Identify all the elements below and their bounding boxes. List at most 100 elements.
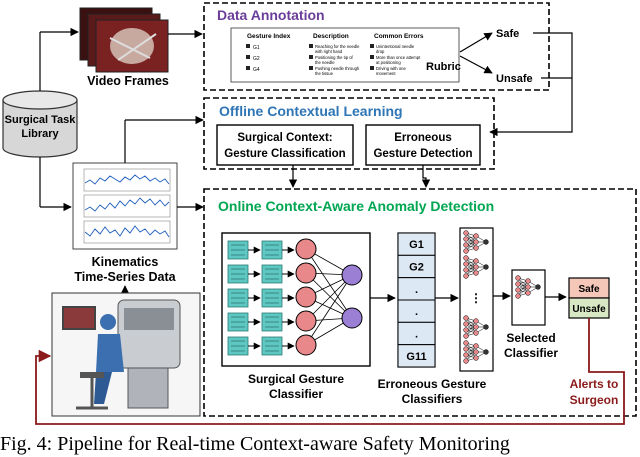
gesture-classification-line1: Surgical Context:: [237, 132, 332, 144]
gesture-list-item: G2: [409, 262, 424, 274]
error-net-a-node: [473, 233, 479, 239]
gesture-classification-line2: Gesture Classification: [224, 148, 345, 160]
error-net-a-node: [463, 248, 469, 254]
error-net-c-node: [473, 330, 479, 336]
error-net-d-node: [463, 340, 469, 346]
output-node: [341, 264, 363, 286]
rubric-desc-line: Reaching for the needle: [315, 44, 360, 49]
rubric-gesture-ids: G1 G2 G4: [246, 44, 260, 73]
gesture-list-item: .: [415, 284, 418, 296]
fc-edge: [305, 272, 353, 319]
kinematics-trace-2: [84, 197, 170, 212]
error-net-b-node: [463, 261, 469, 267]
error-net-d-node: [473, 349, 479, 355]
gesture-list-cell: [397, 344, 436, 368]
error-net-b-node: [473, 270, 479, 276]
error-net-c-node: [463, 315, 469, 321]
error-net-d-node: [473, 355, 479, 361]
hidden-node: [295, 310, 317, 332]
error-net-c-node: [463, 327, 469, 333]
error-net-b-node: [473, 264, 479, 270]
rubric-desc-line: Positioning the tip of: [315, 55, 354, 60]
selected-net-node: [525, 278, 531, 284]
rubric-error-line: at positioning: [376, 60, 401, 65]
hidden-node: [295, 286, 317, 308]
offline-learning-title: Offline Contextual Learning: [219, 103, 403, 119]
error-net-c-edge: [465, 320, 477, 337]
error-net-a-node: [473, 245, 479, 251]
error-net-d-node: [463, 358, 469, 364]
error-net-c-node: [483, 324, 489, 330]
gesture-list-item: .: [415, 329, 418, 341]
output-node: [341, 307, 363, 329]
rubric-col-common-errors: Common Errors: [374, 33, 424, 40]
alerts-label-2: Surgeon: [570, 393, 619, 407]
error-net-d-node: [473, 343, 479, 349]
rubric-to-safe-arrow: [459, 32, 493, 53]
rubric-desc-line: with right hand: [315, 49, 343, 54]
error-net-d-node: [463, 352, 469, 358]
offline-learning-box: [203, 97, 495, 170]
rubric-gesture-g2: G2: [253, 56, 260, 62]
erroneous-classifiers-stack: ⋮: [459, 227, 494, 372]
kinematics-plot-panel: [72, 162, 178, 250]
selected-net-node: [525, 284, 531, 290]
selected-net-node: [515, 293, 521, 299]
rubric-error-line: Unintentional needle: [376, 44, 415, 49]
rubric-gesture-g4: G4: [253, 67, 260, 73]
gesture-list-item: G11: [406, 351, 426, 363]
error-net-c-node: [473, 318, 479, 324]
error-net-a-node: [463, 236, 469, 242]
online-detection-title: Online Context-Aware Anomaly Detection: [218, 198, 494, 214]
gesture-list-item: G1: [409, 239, 424, 251]
online-detection-box: [203, 188, 637, 417]
selected-net-node: [515, 275, 521, 281]
surgical-robot-console-image: [51, 292, 201, 417]
selected-classifier-label-1: Selected: [506, 331, 555, 345]
fc-edge: [305, 274, 353, 322]
error-net-c-node: [473, 324, 479, 330]
error-net-a-node: [463, 242, 469, 248]
rubric-to-unsafe-arrow: [459, 55, 493, 74]
selected-classifier-network: [511, 269, 546, 326]
offline-to-online-arrow-2: [421, 165, 431, 188]
error-net-b-node: [473, 258, 479, 264]
erroneous-detection-line1: Erroneous: [394, 132, 452, 144]
rubric-label: Rubric: [426, 61, 461, 73]
gesture-classifier-label-1: Surgical Gesture: [248, 372, 344, 386]
error-net-a-edge: [465, 235, 477, 252]
selected-net-node: [515, 287, 521, 293]
hidden-node: [295, 262, 317, 284]
error-net-a-node: [463, 230, 469, 236]
selected-classifier-label-2: Classifier: [504, 346, 558, 360]
error-net-b-node: [463, 273, 469, 279]
alerts-feedback-arrow: [35, 318, 625, 425]
rubric-col-description: Description: [313, 33, 349, 40]
fc-edge: [305, 248, 353, 319]
rubric-table: [230, 27, 460, 83]
erroneous-detection-box: [365, 124, 481, 166]
error-net-c-node: [463, 321, 469, 327]
gesture-classification-box: [216, 124, 354, 166]
gesture-list-item: .: [415, 306, 418, 318]
kinematics-trace-1: [84, 174, 170, 185]
alerts-label-1: Alerts to: [570, 377, 619, 391]
output-safe-label: Safe: [578, 284, 600, 295]
gesture-classifier-label-2: Classifier: [269, 387, 323, 401]
video-frames-image: [79, 7, 169, 73]
gesture-classifier-network: [221, 232, 371, 367]
data-annotation-title: Data Annotation: [217, 7, 325, 23]
annotation-safe-label: Safe: [496, 28, 519, 40]
hidden-node: [295, 334, 317, 356]
error-net-d-node: [463, 346, 469, 352]
error-net-d-node: [483, 349, 489, 355]
error-net-b-node: [483, 264, 489, 270]
selected-net-node: [515, 281, 521, 287]
library-label-line1: Surgical Task: [5, 114, 77, 126]
data-annotation-box: [203, 2, 550, 91]
rubric-desc-line: the needle: [315, 60, 335, 65]
erroneous-detection-line2: Gesture Detection: [373, 148, 472, 160]
error-net-b-node: [463, 267, 469, 273]
